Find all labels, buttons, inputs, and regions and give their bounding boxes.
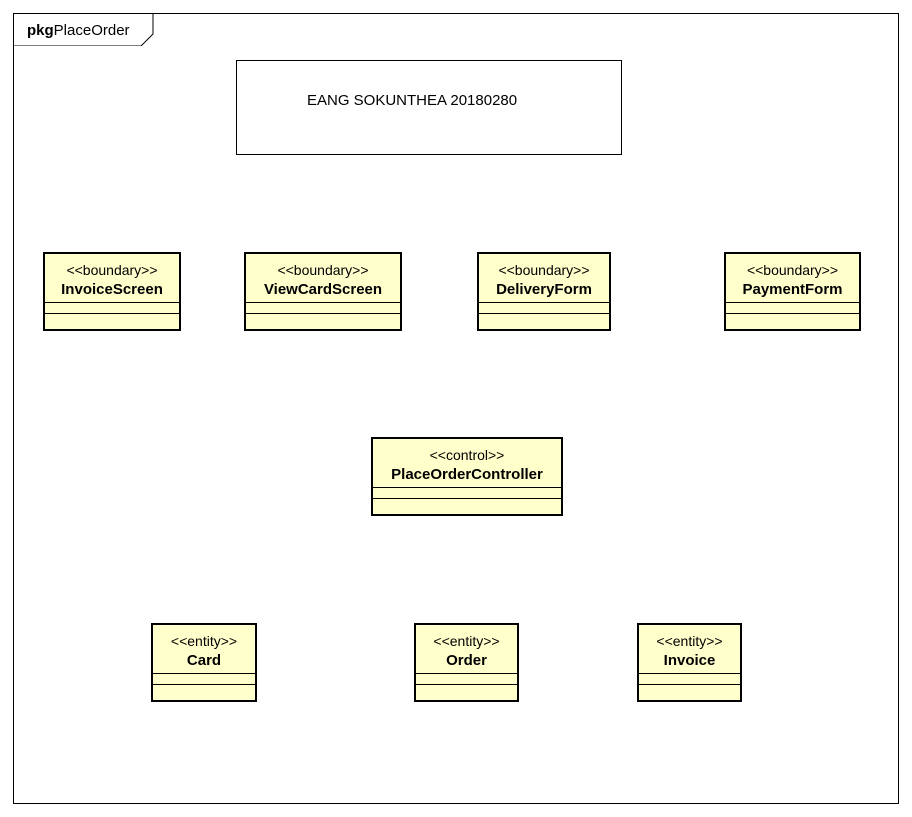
operations-compartment [416,684,517,695]
operations-compartment [246,313,400,324]
operations-compartment [639,684,740,695]
operations-compartment [373,498,561,509]
package-frame [13,13,899,804]
attributes-compartment [373,487,561,498]
note-text: EANG SOKUNTHEA 20180280 [307,92,518,109]
operations-compartment [153,684,255,695]
attributes-compartment [639,673,740,684]
attributes-compartment [246,302,400,313]
class-invoice-screen[interactable]: <<boundary>> InvoiceScreen [43,252,181,331]
operations-compartment [479,313,609,324]
class-name: Order [446,652,487,669]
class-name: ViewCardScreen [263,281,383,298]
attributes-compartment [153,673,255,684]
class-order[interactable]: <<entity>> Order [414,623,519,702]
class-delivery-form[interactable]: <<boundary>> DeliveryForm [477,252,611,331]
operations-compartment [45,313,179,324]
class-invoice[interactable]: <<entity>> Invoice [637,623,742,702]
package-keyword: pkg [27,22,54,39]
operations-compartment [726,313,859,324]
stereotype-label: <<boundary>> [66,262,158,278]
attributes-compartment [416,673,517,684]
stereotype-label: <<entity>> [656,633,723,649]
class-card[interactable]: <<entity>> Card [151,623,257,702]
attributes-compartment [479,302,609,313]
class-name: DeliveryForm [496,281,592,298]
package-label: pkgPlaceOrder [27,22,130,39]
package-tab: pkgPlaceOrder [13,13,154,46]
class-view-card-screen[interactable]: <<boundary>> ViewCardScreen [244,252,402,331]
stereotype-label: <<entity>> [433,633,500,649]
attributes-compartment [45,302,179,313]
stereotype-label: <<boundary>> [746,262,839,278]
author-note: EANG SOKUNTHEA 20180280 [236,60,622,155]
package-name: PlaceOrder [53,22,130,39]
stereotype-label: <<boundary>> [498,262,590,278]
stereotype-label: <<boundary>> [277,262,369,278]
class-name: PaymentForm [742,281,843,298]
stereotype-label: <<control>> [429,447,505,463]
attributes-compartment [726,302,859,313]
class-name: Invoice [663,652,716,669]
class-payment-form[interactable]: <<boundary>> PaymentForm [724,252,861,331]
stereotype-label: <<entity>> [170,633,238,649]
class-name: InvoiceScreen [61,281,163,298]
class-place-order-controller[interactable]: <<control>> PlaceOrderController [371,437,563,516]
class-name: Card [186,652,222,669]
class-name: PlaceOrderController [391,466,543,483]
